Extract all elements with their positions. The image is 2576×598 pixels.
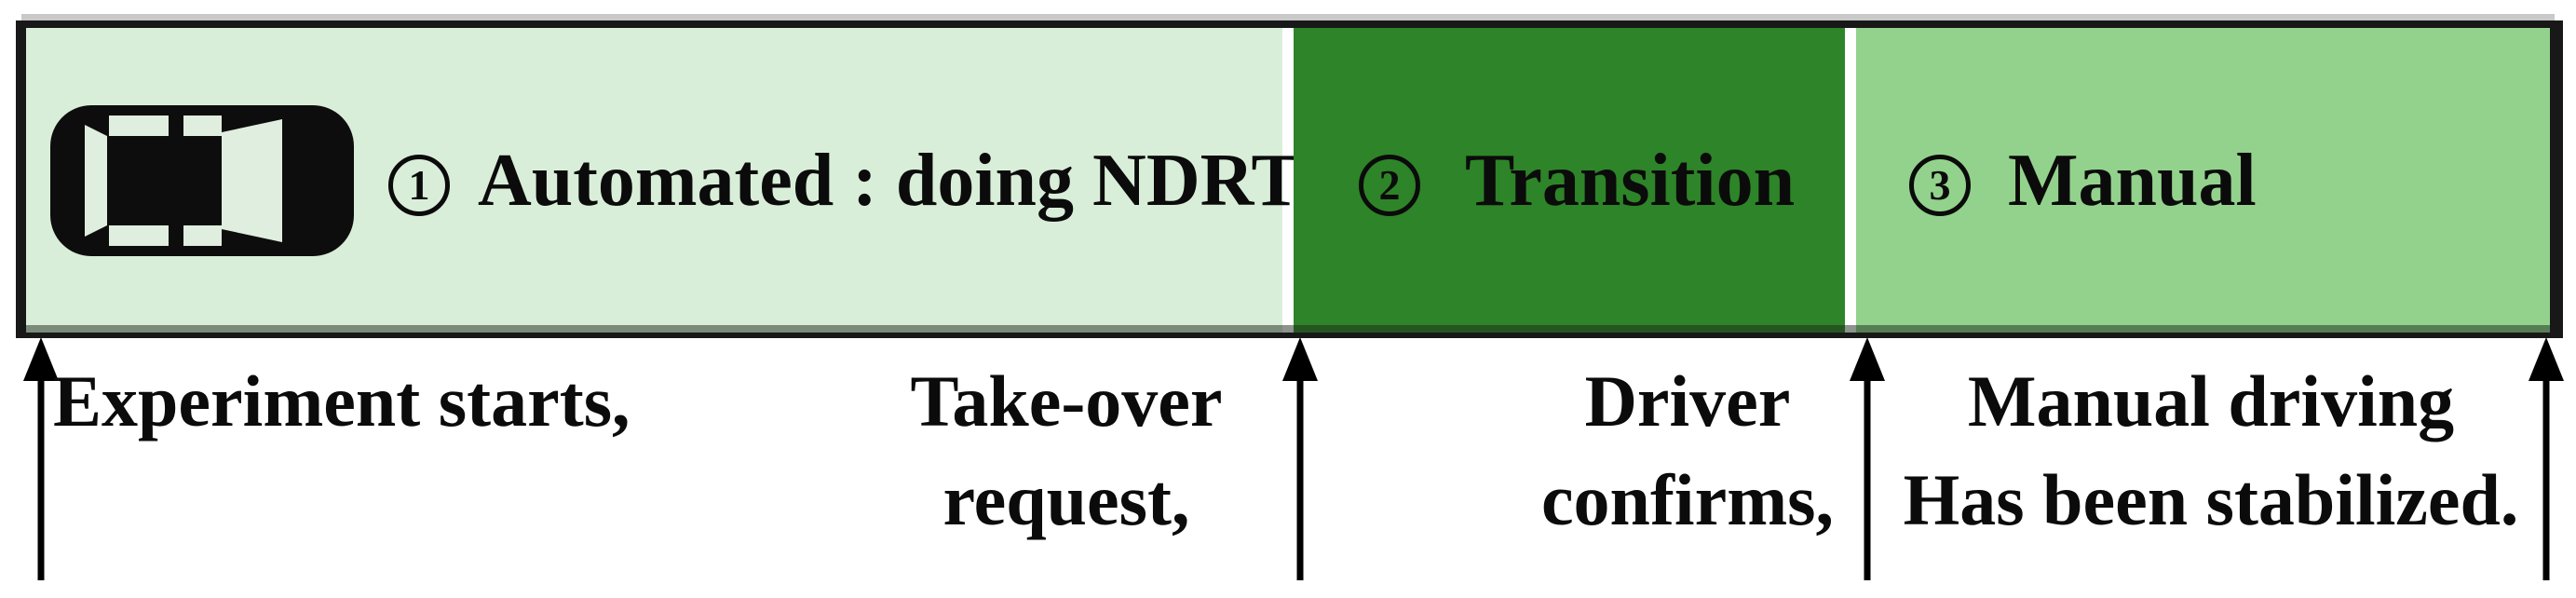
- phase-automated: 1 Automated : doing NDRT: [26, 28, 1301, 333]
- phase-bar: 1 Automated : doing NDRT 2 Transition 3 …: [16, 20, 2563, 338]
- phase-manual-label: 3 Manual: [1909, 143, 2257, 218]
- phase-divider: [1282, 28, 1294, 333]
- event-label-line: Experiment starts,: [53, 360, 630, 442]
- event-label-driver-confirms: Driver confirms,: [1445, 352, 1930, 550]
- car-top-view-icon: [50, 104, 354, 256]
- event-label-experiment-starts: Experiment starts,: [53, 352, 630, 451]
- phase-number: 3: [1929, 160, 1951, 209]
- phase-manual: 3 Manual: [1856, 28, 2550, 333]
- event-label-line: Take-over: [910, 360, 1223, 442]
- event-arrow-experiment-starts: [22, 337, 60, 580]
- arrow-shaft: [1864, 373, 1871, 580]
- event-label-line: Has been stabilized.: [1903, 459, 2519, 540]
- phase-label-text: Automated : doing NDRT: [478, 139, 1301, 222]
- event-label-line: Driver: [1584, 360, 1791, 442]
- event-label-line: confirms,: [1540, 459, 1835, 540]
- circled-number-3-icon: 3: [1909, 154, 1971, 216]
- event-label-line: Manual driving: [1967, 360, 2455, 442]
- phase-transition-label: 2 Transition: [1359, 143, 1795, 218]
- event-arrow-takeover-request: [1281, 337, 1319, 580]
- phase-label-text: Transition: [1465, 139, 1796, 222]
- phase-number: 1: [408, 160, 430, 209]
- arrow-shaft: [1296, 373, 1304, 580]
- circled-number-1-icon: 1: [388, 154, 450, 216]
- bar-top-highlight: [21, 14, 2555, 20]
- event-label-line: request,: [942, 459, 1190, 540]
- phase-number: 2: [1378, 160, 1401, 209]
- arrow-shaft: [2542, 373, 2550, 580]
- event-arrow-stabilized: [2528, 337, 2565, 580]
- phase-automated-label: 1 Automated : doing NDRT: [388, 143, 1301, 218]
- arrow-shaft: [37, 373, 45, 580]
- event-arrow-driver-confirms: [1849, 337, 1886, 580]
- phase-transition: 2 Transition: [1294, 28, 1845, 333]
- phase-divider: [1845, 28, 1856, 333]
- event-label-stabilized: Manual driving Has been stabilized.: [1857, 352, 2565, 550]
- circled-number-2-icon: 2: [1359, 154, 1420, 216]
- phase-bar-inner: 1 Automated : doing NDRT 2 Transition 3 …: [26, 28, 2550, 333]
- event-label-takeover-request: Take-over request,: [824, 352, 1308, 550]
- phase-label-text: Manual: [2008, 139, 2257, 222]
